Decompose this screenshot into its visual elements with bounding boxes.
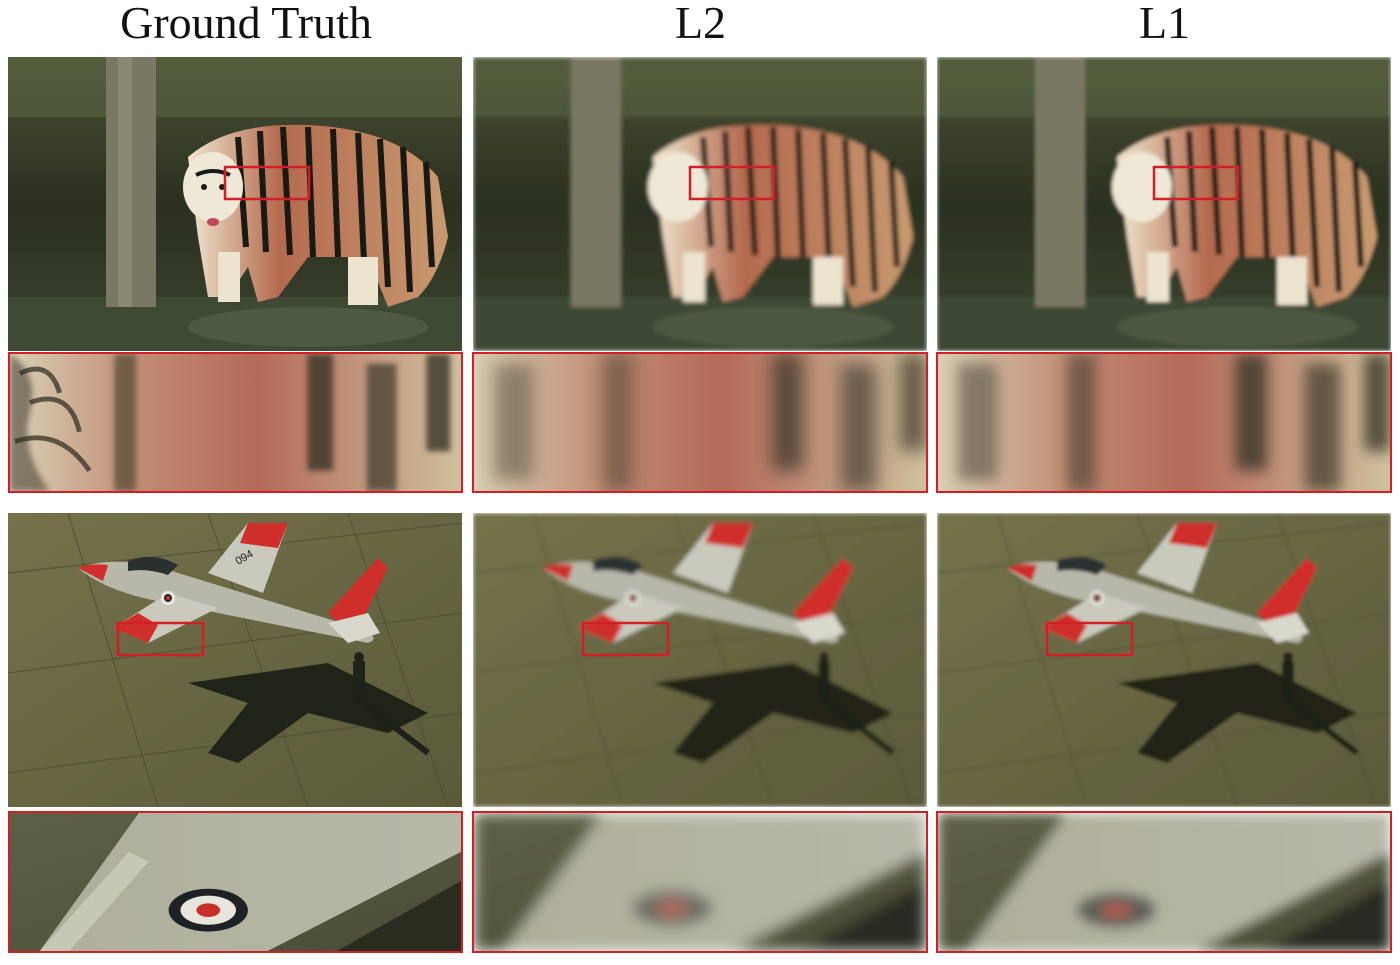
jet-zoom-l1 xyxy=(936,811,1392,953)
column-title-ground-truth: Ground Truth xyxy=(120,0,372,48)
jet-image-ground-truth: 094 xyxy=(8,513,462,807)
column-title-l1: L1 xyxy=(1138,0,1191,48)
tiger-zoom-l1 xyxy=(936,352,1392,493)
jet-zoom-l2 xyxy=(472,811,928,953)
jet-image-l1 xyxy=(937,513,1391,807)
column-title-l2: L2 xyxy=(674,0,727,48)
tiger-zoom-ground-truth xyxy=(8,352,463,493)
jet-zoom-ground-truth xyxy=(8,811,463,953)
tiger-image-l2 xyxy=(473,57,927,351)
tiger-image-ground-truth xyxy=(8,57,462,351)
jet-image-l2 xyxy=(473,513,927,807)
tiger-zoom-l2 xyxy=(472,352,928,493)
tiger-image-l1 xyxy=(937,57,1391,351)
